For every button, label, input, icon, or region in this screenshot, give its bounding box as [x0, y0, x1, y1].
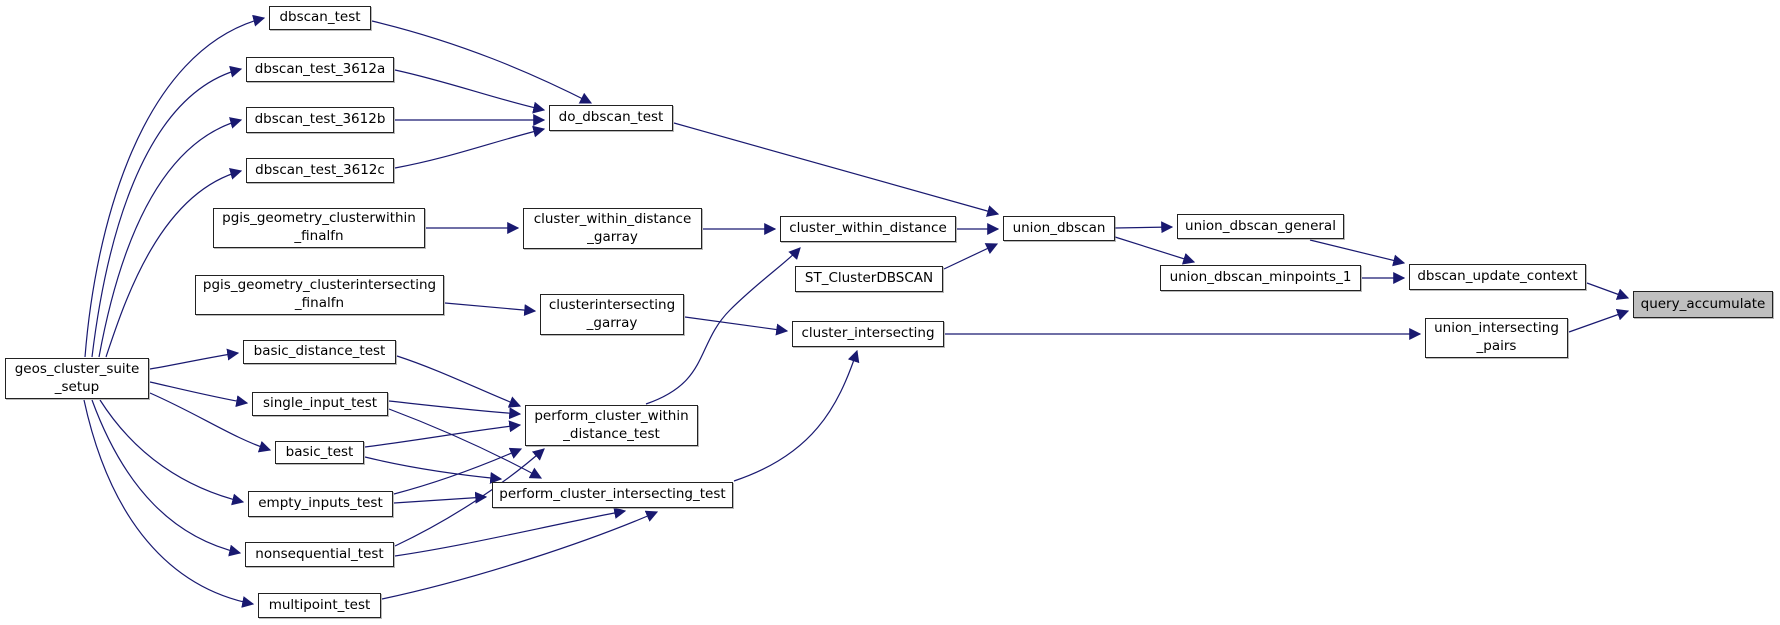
node-label: basic_distance_test — [253, 343, 386, 360]
edge-nonsequential_test-to-perform_cluster_within_distance_test — [394, 448, 545, 547]
node-label: nonsequential_test — [255, 545, 384, 562]
node-label: do_dbscan_test — [558, 109, 664, 126]
node-basic_test[interactable]: basic_test — [275, 441, 364, 464]
node-label: perform_cluster_intersecting_test — [499, 486, 726, 503]
edge-geos_cluster_suite_setup-to-dbscan_test_3612c — [105, 168, 243, 358]
edge-union_dbscan-to-union_dbscan_general — [1114, 221, 1174, 234]
node-label: pgis_geometry_clusterintersecting _final… — [202, 277, 437, 311]
node-label: multipoint_test — [268, 596, 371, 613]
edge-geos_cluster_suite_setup-to-single_input_test — [149, 381, 249, 408]
node-dbscan_test_3612b[interactable]: dbscan_test_3612b — [246, 107, 394, 133]
node-clusterintersecting_garray[interactable]: clusterintersecting _garray — [540, 294, 684, 335]
node-label: perform_cluster_within _distance_test — [534, 407, 689, 442]
edge-single_input_test-to-perform_cluster_intersecting_test — [388, 408, 543, 479]
node-label: union_dbscan_general — [1185, 217, 1336, 234]
node-union_dbscan[interactable]: union_dbscan — [1003, 216, 1115, 241]
node-label: geos_cluster_suite _setup — [14, 360, 140, 395]
edge-geos_cluster_suite_setup-to-dbscan_test — [84, 14, 266, 358]
node-dbscan_test[interactable]: dbscan_test — [269, 6, 371, 30]
edge-ST_ClusterDBSCAN-to-union_dbscan — [943, 243, 999, 270]
edge-single_input_test-to-perform_cluster_within_distance_test — [388, 400, 522, 420]
node-single_input_test[interactable]: single_input_test — [252, 392, 388, 416]
node-pgis_geometry_clusterwithin_finalfn[interactable]: pgis_geometry_clusterwithin _finalfn — [213, 208, 425, 248]
edge-dbscan_test_3612a-to-do_dbscan_test — [394, 69, 546, 114]
edge-union_intersecting_pairs-to-query_accumulate — [1568, 308, 1630, 333]
node-basic_distance_test[interactable]: basic_distance_test — [243, 340, 396, 364]
node-perform_cluster_within_distance_test[interactable]: perform_cluster_within _distance_test — [525, 405, 698, 446]
edge-empty_inputs_test-to-perform_cluster_intersecting_test — [393, 491, 488, 504]
node-label: union_dbscan — [1012, 219, 1106, 236]
node-cluster_within_distance[interactable]: cluster_within_distance — [780, 216, 956, 242]
node-union_dbscan_minpoints_1[interactable]: union_dbscan_minpoints_1 — [1160, 265, 1361, 291]
edge-geos_cluster_suite_setup-to-dbscan_test_3612a — [91, 65, 243, 358]
node-label: ST_ClusterDBSCAN — [804, 270, 934, 287]
edge-multipoint_test-to-perform_cluster_intersecting_test — [381, 510, 659, 600]
node-empty_inputs_test[interactable]: empty_inputs_test — [248, 491, 393, 517]
edge-geos_cluster_suite_setup-to-multipoint_test — [83, 399, 255, 608]
node-label: union_intersecting _pairs — [1434, 320, 1559, 354]
node-geos_cluster_suite_setup[interactable]: geos_cluster_suite _setup — [5, 358, 149, 399]
node-label: single_input_test — [262, 395, 378, 412]
node-union_intersecting_pairs[interactable]: union_intersecting _pairs — [1425, 318, 1568, 358]
edge-geos_cluster_suite_setup-to-nonsequential_test — [91, 399, 242, 557]
node-pgis_geometry_clusterintersecting_finalfn[interactable]: pgis_geometry_clusterintersecting _final… — [195, 275, 444, 315]
edge-do_dbscan_test-to-union_dbscan — [673, 122, 1000, 217]
node-do_dbscan_test[interactable]: do_dbscan_test — [549, 105, 673, 131]
node-label: dbscan_update_context — [1417, 268, 1578, 285]
node-union_dbscan_general[interactable]: union_dbscan_general — [1177, 214, 1344, 239]
node-label: cluster_within_distance _garray — [533, 210, 692, 245]
node-dbscan_update_context[interactable]: dbscan_update_context — [1409, 264, 1586, 290]
node-label: dbscan_test_3612a — [254, 60, 386, 77]
edge-nonsequential_test-to-perform_cluster_intersecting_test — [394, 507, 627, 557]
node-dbscan_test_3612c[interactable]: dbscan_test_3612c — [246, 158, 394, 183]
edge-perform_cluster_intersecting_test-to-cluster_intersecting — [733, 349, 860, 482]
edge-dbscan_test-to-do_dbscan_test — [371, 20, 593, 104]
node-label: dbscan_test — [279, 9, 361, 26]
edge-union_dbscan_general-to-dbscan_update_context — [1309, 239, 1406, 267]
node-label: clusterintersecting _garray — [548, 296, 676, 331]
edge-basic_test-to-perform_cluster_within_distance_test — [364, 420, 522, 448]
node-label: empty_inputs_test — [258, 495, 383, 512]
edge-empty_inputs_test-to-perform_cluster_within_distance_test — [393, 447, 523, 495]
node-query_accumulate: query_accumulate — [1633, 291, 1773, 318]
node-cluster_intersecting[interactable]: cluster_intersecting — [792, 321, 944, 347]
node-cluster_within_distance_garray[interactable]: cluster_within_distance _garray — [523, 208, 702, 249]
edge-geos_cluster_suite_setup-to-dbscan_test_3612b — [98, 117, 243, 358]
edge-geos_cluster_suite_setup-to-empty_inputs_test — [99, 399, 245, 506]
edge-geos_cluster_suite_setup-to-basic_distance_test — [149, 348, 240, 370]
node-label: cluster_intersecting — [801, 325, 935, 342]
node-label: cluster_within_distance — [789, 220, 947, 237]
node-label: dbscan_test_3612b — [254, 111, 386, 128]
edge-pgis_geometry_clusterintersecting_finalfn-to-clusterintersecting_garray — [444, 302, 537, 317]
node-dbscan_test_3612a[interactable]: dbscan_test_3612a — [246, 57, 394, 82]
node-multipoint_test[interactable]: multipoint_test — [258, 593, 381, 618]
edge-geos_cluster_suite_setup-to-basic_test — [149, 392, 272, 453]
node-label: pgis_geometry_clusterwithin _finalfn — [222, 210, 416, 244]
edge-union_dbscan-to-union_dbscan_minpoints_1 — [1114, 236, 1196, 265]
node-label: union_dbscan_minpoints_1 — [1169, 269, 1352, 286]
edge-dbscan_test_3612c-to-do_dbscan_test — [394, 125, 546, 169]
node-ST_ClusterDBSCAN[interactable]: ST_ClusterDBSCAN — [795, 266, 943, 292]
node-nonsequential_test[interactable]: nonsequential_test — [245, 542, 394, 567]
edge-perform_cluster_within_distance_test-to-cluster_within_distance — [645, 247, 801, 405]
edge-clusterintersecting_garray-to-cluster_intersecting — [684, 316, 789, 336]
edge-dbscan_update_context-to-query_accumulate — [1586, 282, 1630, 300]
node-label: basic_test — [285, 443, 354, 460]
node-label: query_accumulate — [1640, 295, 1766, 312]
edge-basic_test-to-perform_cluster_intersecting_test — [364, 456, 503, 484]
edge-basic_distance_test-to-perform_cluster_within_distance_test — [396, 355, 522, 408]
node-label: dbscan_test_3612c — [255, 161, 385, 178]
node-perform_cluster_intersecting_test[interactable]: perform_cluster_intersecting_test — [492, 482, 733, 508]
